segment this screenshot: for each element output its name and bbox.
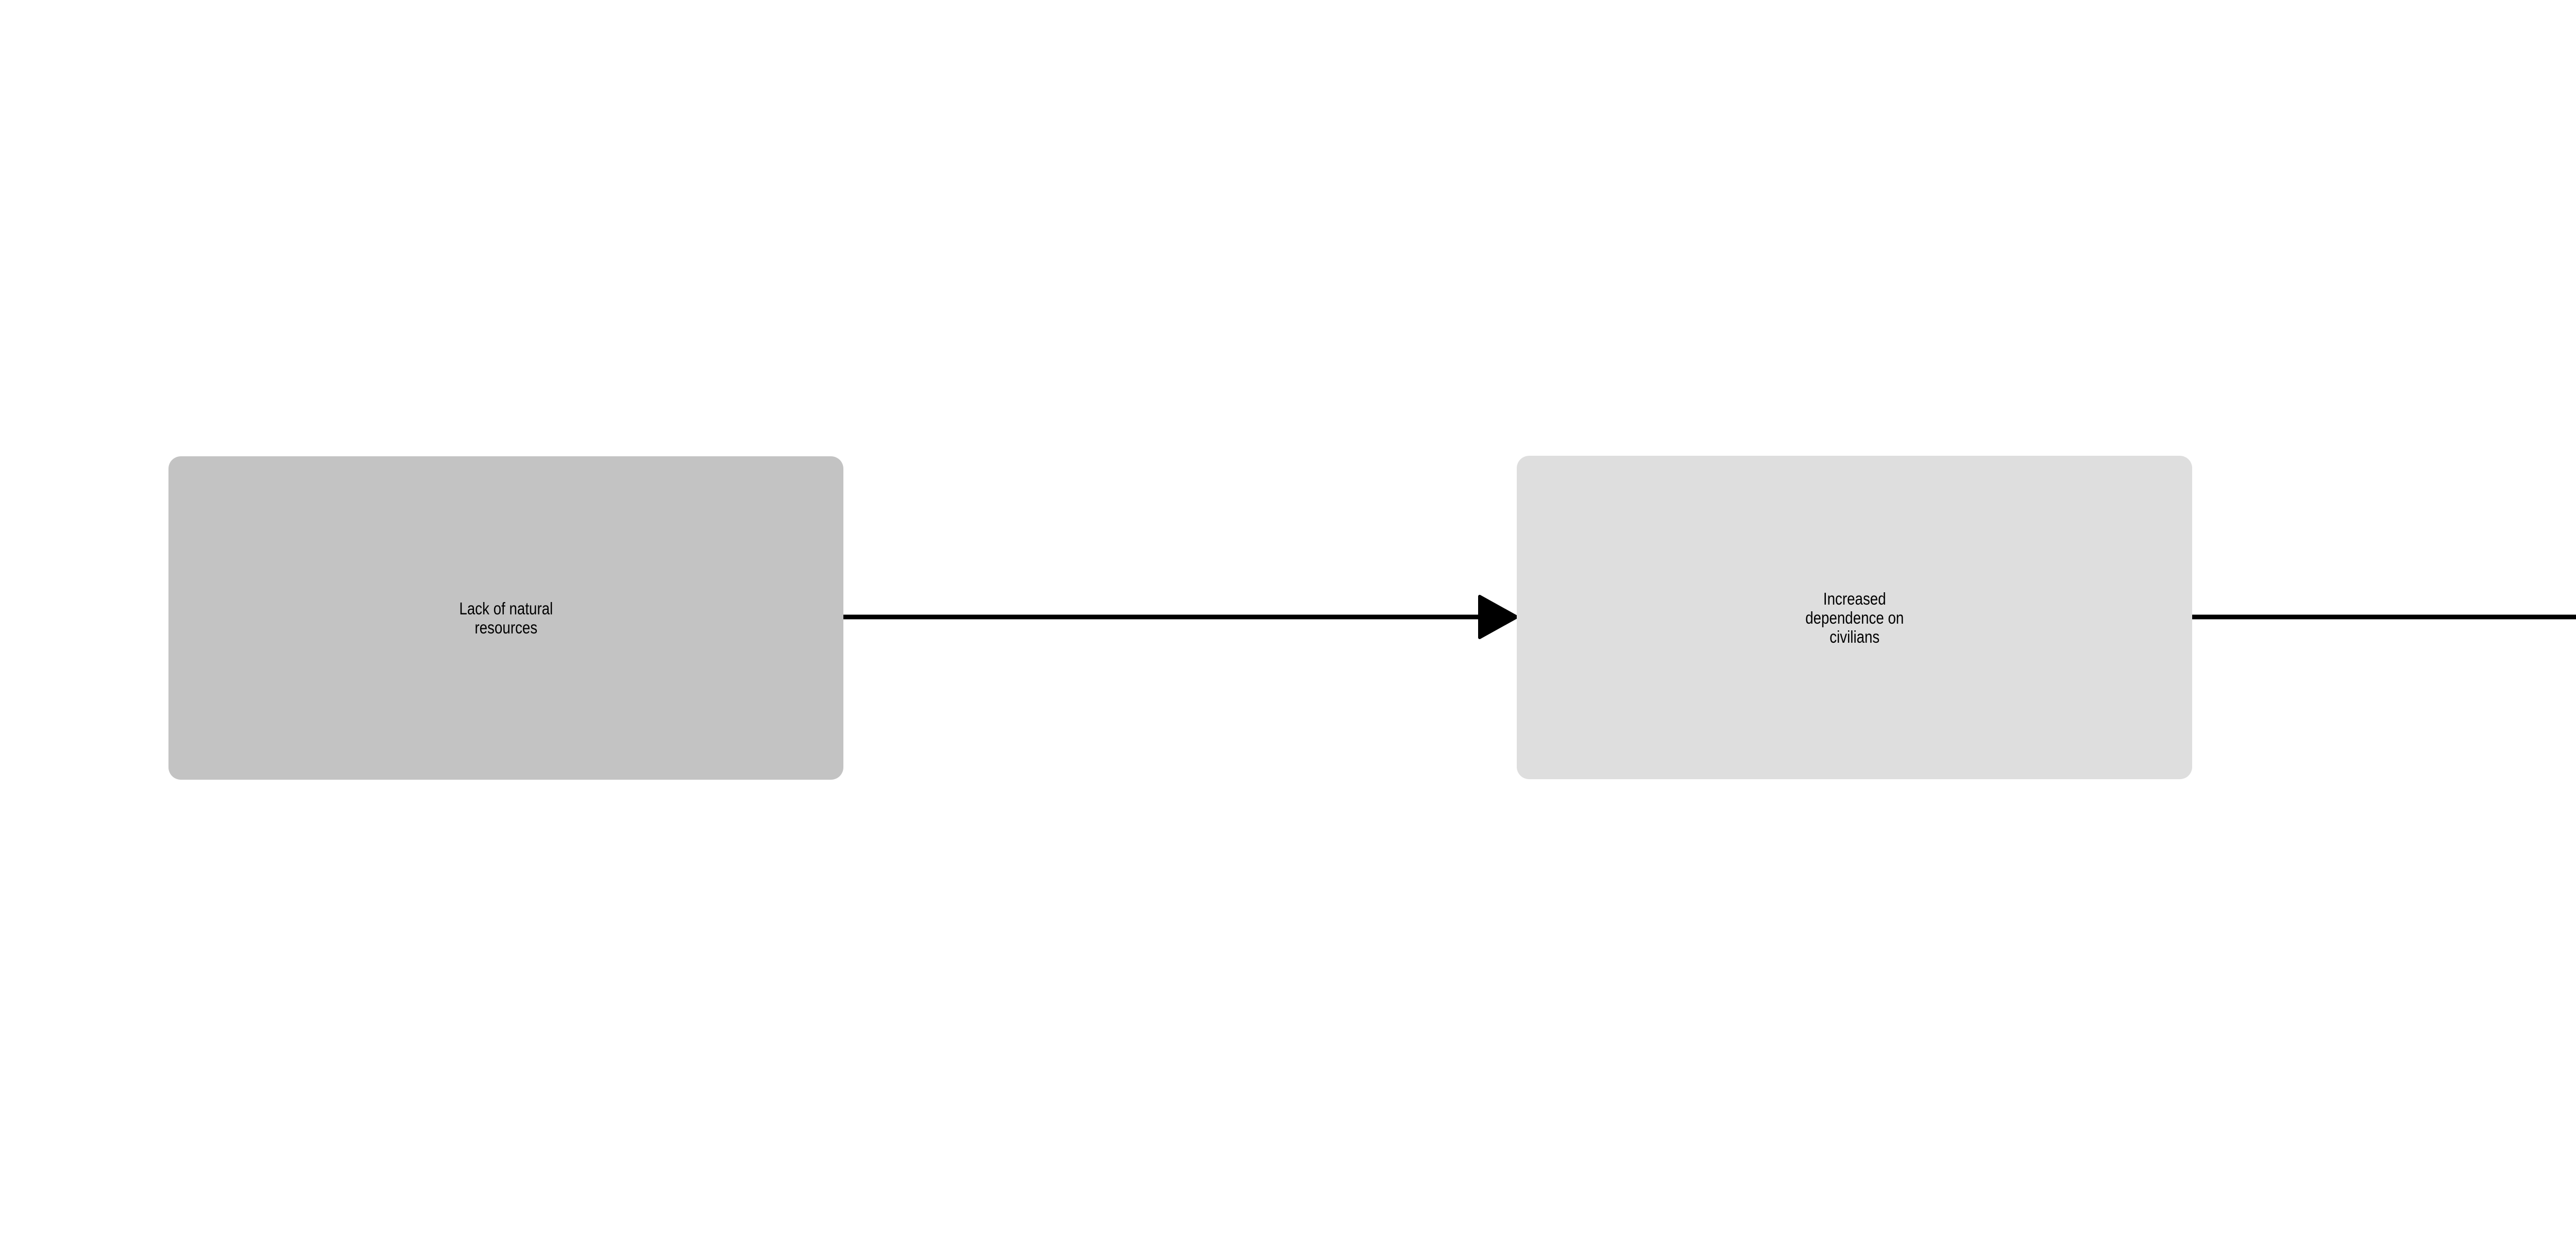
edge-arrow-resources-to-dependence bbox=[841, 595, 1518, 639]
lack-of-natural-resources-node[interactable]: Lack of natural resources bbox=[168, 456, 843, 780]
node-label: Increased dependence on civilians bbox=[1805, 589, 1904, 646]
edge-arrow-dependence-to-governance bbox=[2190, 614, 2576, 620]
increased-dependence-on-civilians-node[interactable]: Increased dependence on civilians bbox=[1517, 456, 2192, 779]
arrowhead-icon bbox=[1478, 595, 1518, 639]
node-label: Lack of natural resources bbox=[459, 599, 553, 637]
